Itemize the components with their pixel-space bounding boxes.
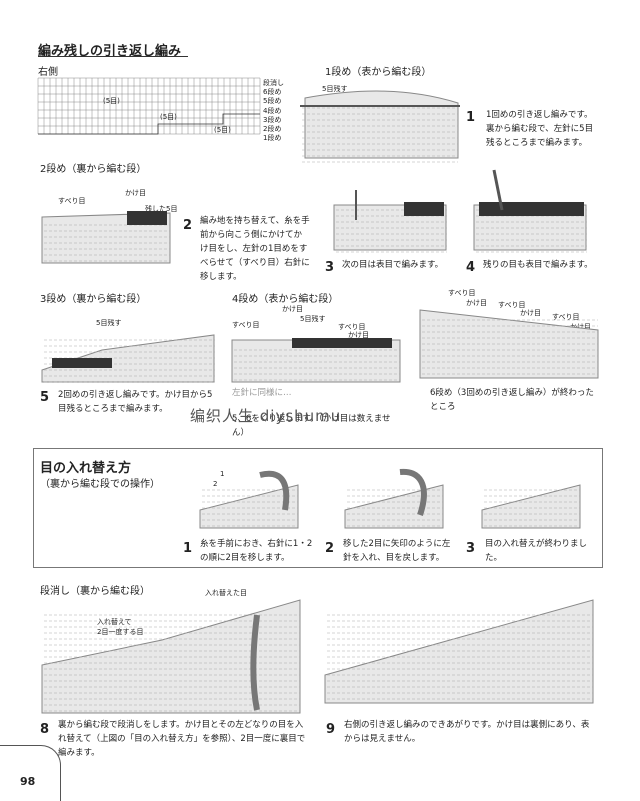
swap-step3-caption: 目の入れ替えが終わりました。 — [485, 539, 588, 563]
title-underline — [38, 56, 188, 57]
step3-number: 3 — [325, 260, 335, 275]
step6-label: 5目残す — [300, 315, 326, 323]
swap-step1-label: 2 — [213, 480, 218, 488]
step8-caption: 裏から編む段で段消しをします。かけ目とその左どなりの目を入れ替えて（上図の「目の… — [58, 720, 306, 758]
step6-overlap-caption: 左針に同様に… — [232, 388, 292, 398]
swap-step1-number: 1 — [183, 541, 193, 556]
step7-label: かけ目 — [466, 299, 487, 307]
step7-label: かけ目 — [570, 323, 591, 331]
step6-label: すべり目 — [338, 323, 366, 331]
page-number: 98 — [20, 775, 36, 788]
step3-caption: 次の目は表目で編みます。 — [342, 260, 444, 270]
step9-number: 9 — [326, 722, 336, 737]
step7-caption: 6段め（3回めの引き返し編み）が終わったところ — [430, 388, 594, 412]
step1-heading: 1段め（表から編む段） — [325, 67, 432, 78]
swap-step3-number: 3 — [466, 541, 476, 556]
swap-step2-caption: 移した2目に矢印のように左針を入れ、目を戻します。 — [343, 539, 451, 563]
step2-caption: 編み地を持ち替えて、糸を手前から向こう側にかけてかけ目をし、左針の1目めをすべら… — [200, 216, 310, 282]
step6-label: すべり目 — [232, 321, 260, 329]
row-label: 1段め — [263, 134, 282, 143]
gap-label: (5目) — [103, 97, 120, 105]
step8-number: 8 — [40, 722, 50, 737]
step7-label: すべり目 — [448, 289, 476, 297]
gap-label: (5目) — [214, 126, 231, 134]
step4-illustration — [473, 169, 587, 253]
right-side-label: 右側 — [38, 67, 58, 78]
step2-label: 残した5目 — [145, 205, 178, 213]
row-label: 5段め — [263, 97, 282, 106]
step1-caption: 1回めの引き返し編みです。裏から編む段で、左針に5目残るところまで編みます。 — [486, 110, 594, 148]
swap-step2-illustration — [344, 468, 444, 529]
step2-label: すべり目 — [58, 197, 86, 205]
dankeshi-heading: 段消し（裏から編む段） — [40, 586, 150, 597]
step8-illustration — [41, 599, 301, 714]
step5-illustration — [41, 334, 215, 383]
dankeshi-label: 入れ替えた目 — [205, 589, 247, 597]
step9-caption: 右側の引き返し編みのできあがりです。かけ目は裏側にあり、表からは見えません。 — [344, 720, 590, 744]
swap-step1-caption: 糸を手前におき、右針に1・2の順に2目を移します。 — [200, 539, 313, 563]
step2-number: 2 — [183, 218, 193, 233]
row-label: 3段め — [263, 115, 282, 124]
row-label: 6段め — [263, 88, 282, 97]
row-label: 2段め — [263, 125, 282, 134]
chart-row-labels: 段消し 6段め 5段め 4段め 3段め 2段め 1段め — [263, 79, 284, 143]
step6-caption: 5、6をくり返します。（かけ目は数えません） — [232, 414, 391, 438]
step1-number: 1 — [466, 110, 476, 125]
step2-heading: 2段め（裏から編む段） — [40, 164, 147, 175]
swap-step2-number: 2 — [325, 541, 335, 556]
step7-illustration — [419, 309, 599, 379]
step7-label: すべり目 — [498, 301, 526, 309]
step6-heading: 4段め（表から編む段） — [232, 294, 339, 305]
knitting-chart — [37, 77, 261, 135]
page-title: 編み残しの引き返し編み — [38, 44, 182, 59]
swap-step3-illustration — [481, 484, 581, 529]
row-label: 段消し — [263, 79, 284, 87]
swap-subtitle: （裏から編む段での操作） — [40, 479, 160, 490]
step5-heading: 3段め（裏から編む段） — [40, 294, 147, 305]
swap-box — [33, 448, 603, 568]
step9-illustration — [324, 599, 594, 704]
step2-illustration — [41, 211, 171, 264]
dankeshi-label: 2目一度する目 — [97, 628, 144, 636]
step6-illustration — [231, 338, 401, 383]
swap-step1-label: 1 — [220, 470, 225, 478]
step2-label: かけ目 — [125, 189, 146, 197]
gap-label: (5目) — [160, 113, 177, 121]
watermark: 编织人生 diyshumu — [190, 407, 342, 425]
swap-title: 目の入れ替え方 — [40, 461, 132, 476]
step5-number: 5 — [40, 390, 50, 405]
swap-step1-illustration — [199, 470, 299, 529]
page-corner — [0, 745, 61, 801]
step1-illustration — [300, 90, 460, 163]
row-label: 4段め — [263, 106, 282, 115]
step6-label: かけ目 — [282, 305, 303, 313]
step7-label: すべり目 — [552, 313, 580, 321]
dankeshi-label: 入れ替えて — [97, 618, 132, 626]
step3-illustration — [333, 190, 447, 253]
step5-label: 5目残す — [96, 319, 122, 327]
step1-label: 5目残す — [322, 85, 348, 93]
step4-caption: 残りの目も表目で編みます。 — [483, 260, 593, 270]
step7-label: かけ目 — [520, 309, 541, 317]
step4-number: 4 — [466, 260, 476, 275]
step6-label: かけ目 — [348, 331, 369, 339]
step5-caption: 2回めの引き返し編みです。かけ目から5目残るところまで編みます。 — [58, 390, 213, 414]
